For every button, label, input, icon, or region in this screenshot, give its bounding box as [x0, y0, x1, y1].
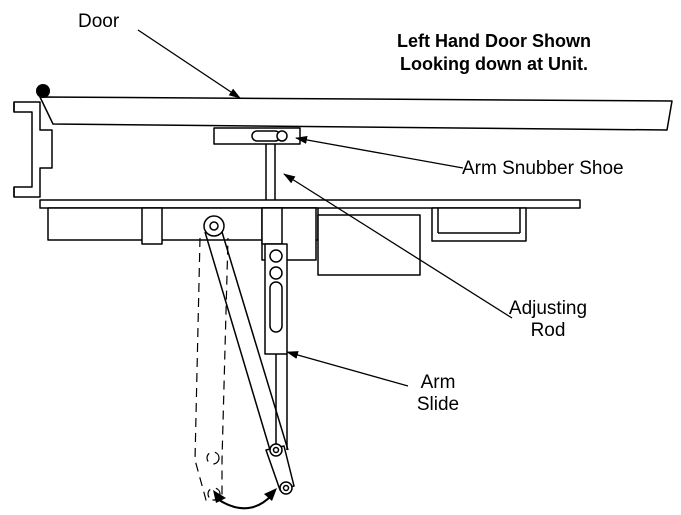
- adjusting-rod-label-line-2: Rod: [530, 320, 566, 341]
- arm-slide-leader: [286, 351, 409, 387]
- adjusting-rod-label: Adjusting Rod: [488, 298, 608, 342]
- door-leader: [137, 29, 241, 99]
- closer-cylinder: [317, 214, 421, 276]
- adjusting-rod-leader: [283, 173, 513, 319]
- arm-alt-position: [194, 237, 229, 501]
- main-arm: [204, 231, 271, 451]
- arm-slide-label-line-2: Slide: [416, 394, 460, 415]
- arm-slide-label-line-1: Arm: [420, 372, 456, 393]
- title-line-2: Looking down at Unit.: [400, 54, 588, 74]
- adjusting-rod-label-line-1: Adjusting: [508, 298, 588, 319]
- arm-snubber-shoe-label: Arm Snubber Shoe: [462, 158, 624, 179]
- diagram-title: Left Hand Door Shown Looking down at Uni…: [335, 30, 653, 76]
- snubber-shoe-leader: [295, 136, 464, 169]
- mounting-plate: [39, 199, 581, 209]
- door-label: Door: [78, 11, 120, 32]
- mounting-bracket: [431, 207, 527, 242]
- door-slab: [39, 96, 673, 131]
- hinge-pivot: [36, 84, 50, 98]
- title-line-1: Left Hand Door Shown: [397, 31, 591, 51]
- door-frame: [13, 101, 53, 198]
- swing-arc: [215, 494, 273, 510]
- arm-slide-label: Arm Slide: [398, 372, 478, 416]
